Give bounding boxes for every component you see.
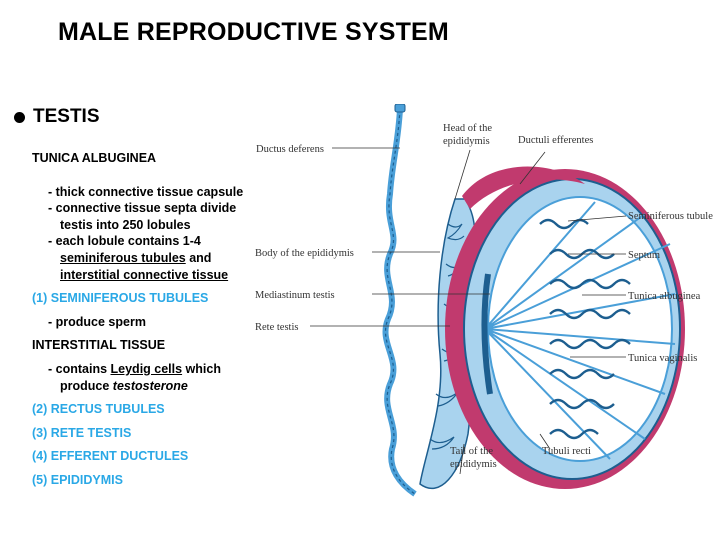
label-tail-epididymis-1: Tail of the xyxy=(450,446,493,457)
bullet-testis: TESTIS xyxy=(14,106,100,128)
interstitial-line-1: - contains Leydig cells which xyxy=(32,361,272,378)
tunica-line-6: interstitial connective tissue xyxy=(32,267,272,284)
label-tubuli-recti: Tubuli recti xyxy=(542,446,591,457)
label-mediastinum-testis: Mediastinum testis xyxy=(255,290,335,301)
label-tail-epididymis-2: epididymis xyxy=(450,459,497,470)
label-seminiferous-tubule: Seminiferous tubule xyxy=(628,211,713,222)
item-rectus-tubules: (2) RECTUS TUBULES xyxy=(32,402,165,417)
produce-sperm-text: - produce sperm xyxy=(48,314,146,329)
label-ductus-deferens: Ductus deferens xyxy=(256,144,324,155)
interstitial-tissue-link[interactable]: interstitial connective tissue xyxy=(60,267,229,282)
tunica-line-2: - connective tissue septa divide xyxy=(48,201,237,216)
text-body: TUNICA ALBUGINEA - thick connective tiss… xyxy=(32,150,272,489)
bullet-testis-label: TESTIS xyxy=(33,106,100,127)
tunica-line-4: - each lobule contains 1-4 xyxy=(48,234,201,249)
item-efferent-ductules: (4) EFFERENT DUCTULES xyxy=(32,449,189,464)
label-septum: Septum xyxy=(628,250,660,261)
tunica-albuginea-heading: TUNICA ALBUGINEA xyxy=(32,151,157,165)
leydig-cells-link[interactable]: Leydig cells xyxy=(110,361,183,376)
interstitial-line-2-pre: produce xyxy=(60,378,113,393)
label-tunica-albuginea: Tunica albuginea xyxy=(628,291,701,302)
label-head-epididymis-1: Head of the xyxy=(443,123,492,134)
label-ductuli-efferentes: Ductuli efferentes xyxy=(518,135,593,146)
label-tunica-vaginalis: Tunica vaginalis xyxy=(628,353,697,364)
testosterone-text: testosterone xyxy=(112,378,188,393)
ductus-deferens-illustration xyxy=(382,104,417,497)
interstitial-line-2: produce testosterone xyxy=(32,378,272,395)
label-body-epididymis: Body of the epididymis xyxy=(255,248,354,259)
interstitial-line-1-pre: - contains xyxy=(48,361,111,376)
tunica-line-3: testis into 250 lobules xyxy=(60,217,191,232)
tunica-line-5: seminiferous tubules and xyxy=(32,250,272,267)
item-epididymis: (5) EPIDIDYMIS xyxy=(32,472,123,487)
tunica-line-1: - thick connective tissue capsule xyxy=(48,184,244,199)
interstitial-line-1-post: which xyxy=(182,361,221,376)
leader-lines xyxy=(310,147,627,475)
tunica-line-5-rest: and xyxy=(185,250,212,265)
bullet-dot-icon xyxy=(14,111,25,123)
seminiferous-tubules-link[interactable]: seminiferous tubules xyxy=(60,250,186,265)
slide-title: MALE REPRODUCTIVE SYSTEM xyxy=(58,18,449,46)
item-rete-testis: (3) RETE TESTIS xyxy=(32,425,132,440)
label-rete-testis: Rete testis xyxy=(255,322,298,333)
item-seminiferous-tubules: (1) SEMINIFEROUS TUBULES xyxy=(32,291,209,306)
interstitial-heading: INTERSTITIAL TISSUE xyxy=(32,338,166,353)
label-head-epididymis-2: epididymis xyxy=(443,136,490,147)
testis-diagram: Ductus deferens Head of the epididymis D… xyxy=(255,104,713,497)
